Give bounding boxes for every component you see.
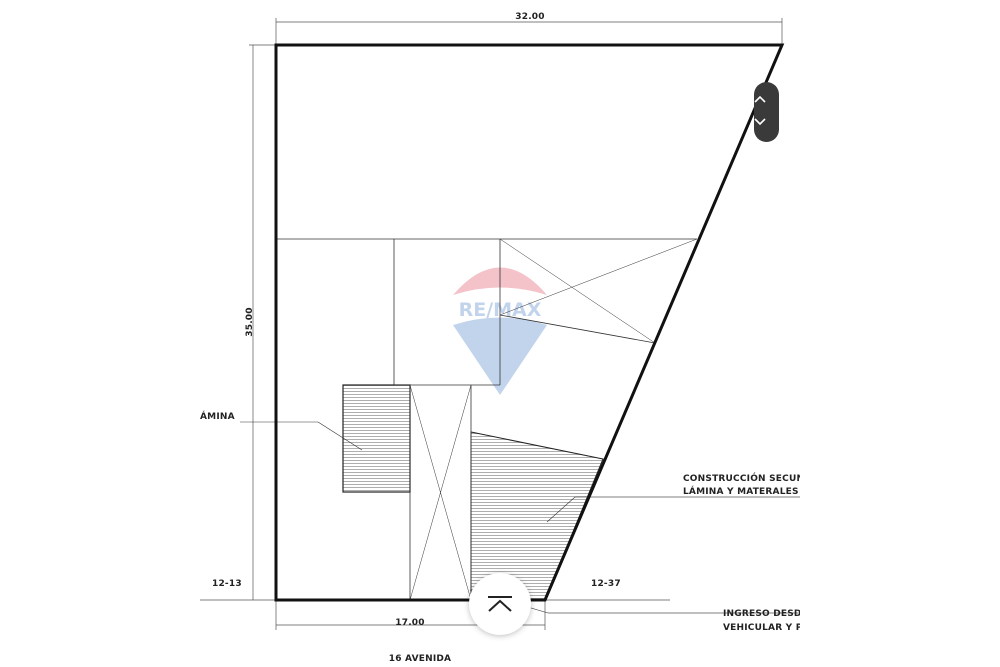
dim-bottom-label: 17.00 <box>395 618 424 628</box>
dimension-top <box>275 18 783 45</box>
dimension-left <box>249 44 276 600</box>
label-corner-left: 12-13 <box>212 579 242 589</box>
hatched-area-lamina <box>342 384 411 493</box>
label-construccion-line1: CONSTRUCCIÓN SECUND <box>683 472 812 484</box>
label-construccion-line2: LÁMINA Y MATERALES V <box>683 485 809 497</box>
label-ingreso-line2: VEHICULAR Y PI <box>723 623 806 633</box>
image-scroll-control[interactable] <box>754 82 779 142</box>
reference-lines <box>200 496 800 614</box>
label-ingreso-line1: INGRESO DESDE <box>723 609 808 619</box>
dim-top-label: 32.00 <box>515 12 544 22</box>
lot-boundary <box>274 43 785 602</box>
chevron-up-bar-icon <box>488 596 512 612</box>
interior-lines <box>240 238 698 614</box>
street-label: 16 AVENIDA <box>389 654 451 664</box>
label-lamina: ÁMINA <box>200 410 235 422</box>
dim-left-label: 35.00 <box>245 307 255 336</box>
label-corner-right: 12-37 <box>591 579 621 589</box>
back-to-top-button[interactable] <box>469 573 531 635</box>
